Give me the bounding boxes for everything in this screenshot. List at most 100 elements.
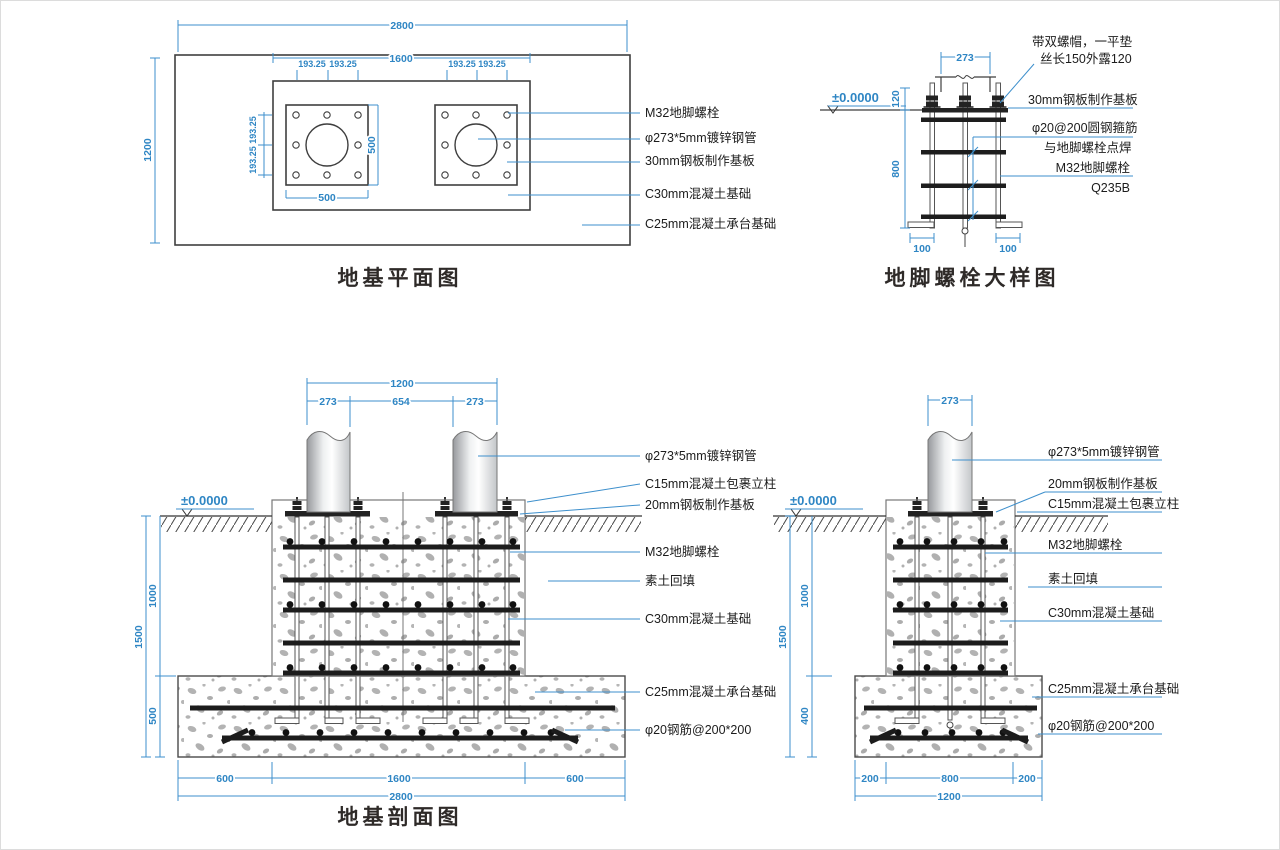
- section-a-labels: φ273*5mm镀锌钢管 C15mm混凝土包裹立柱 20mm钢板制作基板 M32…: [645, 448, 776, 737]
- plan-pile-cap-outline: [174, 54, 631, 246]
- bolt-hook-right: [995, 221, 1023, 228]
- plan-dim-spacing-1: 193.25: [298, 59, 326, 69]
- bolt-detail-dim-embed: 800: [890, 160, 902, 178]
- section-b-ground-hatch-left: [774, 517, 886, 532]
- bolt-detail-stirrups: [921, 117, 1006, 219]
- plan-dim-total-height: 1200: [142, 138, 154, 162]
- section-b-base-plate: [908, 511, 993, 517]
- plan-bolt-holes: [292, 111, 511, 179]
- plan-labels: M32地脚螺栓 φ273*5mm镀锌钢管 30mm钢板制作基板 C30mm混凝土…: [645, 105, 776, 231]
- section-b-dim-top: 273: [941, 395, 959, 407]
- section-b-dim-depth-lower: 400: [799, 707, 811, 725]
- section-b-view: ±0.0000 273 1500 1000 400 200 800 200 12…: [773, 393, 1179, 805]
- section-b-labels: φ273*5mm镀锌钢管 20mm钢板制作基板 C15mm混凝土包裹立柱 M32…: [1048, 444, 1179, 733]
- plan-dim-spacing-left-1: 193.25: [248, 116, 258, 144]
- section-a-dim-bottom-right: 600: [566, 773, 584, 785]
- section-a-label-pile-cap: C25mm混凝土承台基础: [645, 684, 776, 699]
- section-b-dim-bottom-total: 1200: [937, 791, 961, 803]
- section-a-pile-cap: [177, 675, 626, 758]
- section-a-dim-bottom-left: 600: [216, 773, 234, 785]
- section-a-level: ±0.0000: [181, 493, 228, 508]
- plan-dim-spacing-left-2: 193.25: [248, 146, 258, 174]
- section-b-dim-depth-total: 1500: [777, 625, 789, 649]
- bolt-detail-dimension-lines: [828, 52, 1133, 243]
- section-a-dim-top-left: 273: [319, 396, 337, 408]
- plan-label-pipe: φ273*5mm镀锌钢管: [645, 130, 757, 145]
- section-b-dimension-lines: [785, 395, 1162, 801]
- section-b-level: ±0.0000: [790, 493, 837, 508]
- plan-dim-spacing-4: 193.25: [478, 59, 506, 69]
- bolt-detail-dim-pipe: 273: [956, 52, 974, 64]
- bolt-detail-label-stirrup-2: 与地脚螺栓点焊: [1044, 140, 1132, 155]
- section-a-dim-depth-lower: 500: [147, 707, 159, 725]
- plan-dimension-lines: [150, 20, 640, 244]
- plan-label-bolt: M32地脚螺栓: [645, 105, 720, 120]
- section-a-dim-bottom-mid: 1600: [387, 773, 411, 785]
- section-b-label-plate: 20mm钢板制作基板: [1048, 477, 1158, 491]
- section-a-stirrup-dots: [248, 538, 555, 736]
- section-a-bolts: [274, 516, 530, 724]
- section-b-stirrup-dots: [894, 538, 1008, 736]
- bolt-center-foot: [961, 227, 969, 235]
- section-b-label-backfill: 素土回填: [1048, 572, 1098, 586]
- bolt-detail-dim-hook-left: 100: [913, 243, 931, 255]
- plan-base-plate-right: [434, 104, 518, 186]
- section-a-label-foundation: C30mm混凝土基础: [645, 611, 751, 626]
- section-b-dim-bottom-left: 200: [861, 773, 879, 785]
- bolt-detail-title: 地脚螺栓大样图: [885, 266, 1060, 290]
- bolt-detail-dim-hook-right: 100: [999, 243, 1017, 255]
- plan-dim-spacing-3: 193.25: [448, 59, 476, 69]
- section-a-label-pipe: φ273*5mm镀锌钢管: [645, 448, 757, 463]
- plan-view: 2800 1200 1600 193.25 193.25 193.25 193.…: [140, 18, 776, 290]
- plan-foundation-outline: [272, 80, 531, 211]
- section-b-label-bolt: M32地脚螺栓: [1048, 537, 1123, 552]
- section-b-pipe: [927, 431, 973, 513]
- plan-label-foundation: C30mm混凝土基础: [645, 186, 751, 201]
- section-b-dim-depth-upper: 1000: [799, 584, 811, 608]
- plan-dim-spacing-2: 193.25: [329, 59, 357, 69]
- plan-dim-plate-width: 500: [318, 192, 336, 204]
- section-a-dim-top-total: 1200: [390, 378, 414, 390]
- plan-dim-total-width: 2800: [390, 20, 414, 32]
- plan-linework: [174, 54, 631, 246]
- section-a-pipe-right: [452, 431, 498, 513]
- section-b-dim-bottom-mid: 800: [941, 773, 959, 785]
- section-b-ground-hatch-right: [1015, 517, 1108, 532]
- section-a-label-rebar: φ20钢筋@200*200: [645, 722, 751, 737]
- section-a-title: 地基剖面图: [338, 805, 463, 829]
- bolt-detail-label-stirrup-1: φ20@200圆钢箍筋: [1032, 120, 1138, 135]
- section-b-label-foundation: C30mm混凝土基础: [1048, 605, 1154, 620]
- bolt-detail-label-nut-2: 丝长150外露120: [1040, 52, 1132, 66]
- bolt-detail-bolts: [907, 82, 1023, 247]
- section-a-base-plate-left: [285, 511, 370, 517]
- section-b-label-pipe: φ273*5mm镀锌钢管: [1048, 444, 1160, 459]
- section-b-dim-bottom-right: 200: [1018, 773, 1036, 785]
- section-b-rebar: [864, 544, 1037, 741]
- section-a-dim-top-mid: 654: [392, 396, 410, 408]
- section-b-label-rebar: φ20钢筋@200*200: [1048, 718, 1154, 733]
- section-b-bolts: [894, 516, 1006, 740]
- section-b-label-encase: C15mm混凝土包裹立柱: [1048, 496, 1179, 511]
- section-a-base-plate-right: [435, 511, 518, 517]
- section-a-ground-hatch-left: [161, 517, 272, 532]
- section-a-view: ±0.0000 1200 273 654 273 1500 1000 500 6…: [131, 376, 776, 829]
- section-a-pipe-left: [306, 431, 351, 513]
- plan-dim-inner-width: 1600: [389, 53, 413, 65]
- plan-base-plate-left: [285, 104, 369, 186]
- section-a-dim-depth-upper: 1000: [147, 584, 159, 608]
- section-a-dimension-lines: [141, 378, 641, 801]
- section-a-foundation-concrete: [273, 517, 524, 676]
- plan-pipe-right: [454, 123, 498, 167]
- bolt-hook-left: [907, 221, 935, 228]
- section-a-dim-depth-total: 1500: [133, 625, 145, 649]
- section-a-label-backfill: 素土回填: [645, 574, 695, 588]
- section-a-dim-top-right: 273: [466, 396, 484, 408]
- plan-label-pile-cap: C25mm混凝土承台基础: [645, 216, 776, 231]
- section-a-label-plate: 20mm钢板制作基板: [645, 498, 755, 512]
- bolt-detail-view: ±0.0000 273 120 800 100 100 带双螺帽，一平垫 丝长1…: [820, 34, 1138, 290]
- section-a-label-encase: C15mm混凝土包裹立柱: [645, 476, 776, 491]
- bolt-detail-dim-exposed: 120: [890, 90, 902, 108]
- section-a-ground-hatch-right: [525, 517, 641, 532]
